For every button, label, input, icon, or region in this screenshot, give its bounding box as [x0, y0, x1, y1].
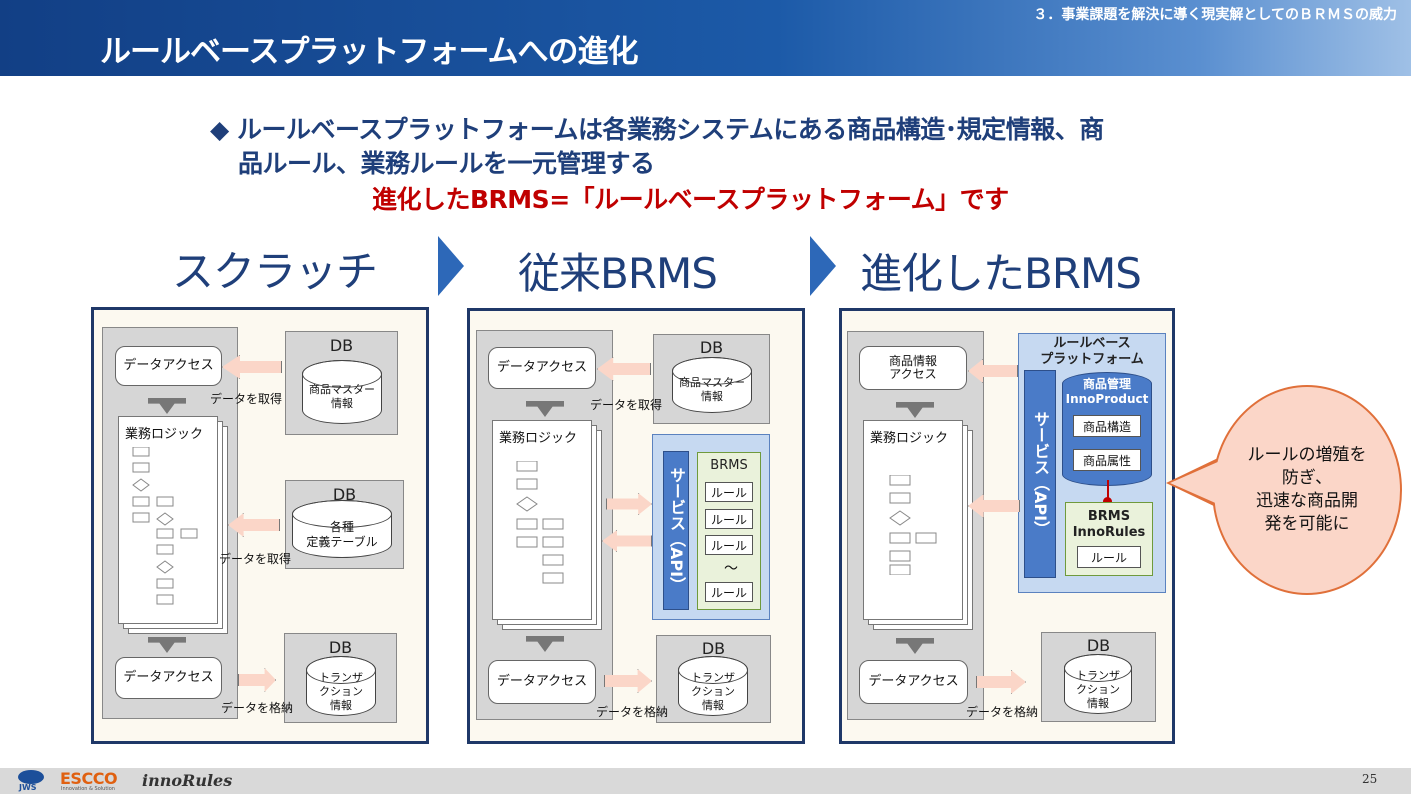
business-logic-sheet: 業務ロジック [492, 420, 592, 620]
flowchart-icon [132, 447, 198, 605]
service-api-label: サービス（API） [667, 467, 686, 594]
header-bar: ３．事業課題を解決に導く現実解としてのＢＲＭＳの威力 ルールベースプラットフォー… [0, 0, 1411, 76]
store-data-label: データを格納 [596, 705, 669, 719]
rule-box: ルール [705, 482, 753, 502]
jws-logo-icon [18, 770, 44, 784]
transaction-cylinder: トランザ クション 情報 [678, 656, 748, 716]
business-logic-label: 業務ロジック [125, 427, 204, 442]
service-api-bar: サービス（API） [663, 451, 689, 610]
get-data-label: データを取得 [590, 398, 663, 412]
service-api-bar: サービス（API） [1024, 370, 1056, 578]
transaction-cylinder: トランザ クション 情報 [306, 656, 376, 716]
service-api-label: サービス（API） [1031, 410, 1050, 538]
section-title: ３．事業課題を解決に導く現実解としてのＢＲＭＳの威力 [1033, 7, 1397, 23]
data-access-box: データアクセス [488, 347, 596, 389]
db-label: DB [1086, 636, 1111, 655]
link-dot-icon [1103, 497, 1112, 506]
product-attribute-box: 商品属性 [1073, 449, 1141, 471]
store-data-label: データを格納 [966, 705, 1039, 719]
page-title: ルールベースプラットフォームへの進化 [100, 34, 639, 70]
page-number: 25 [1362, 772, 1378, 786]
lead-line-2: 品ルール、業務ルールを一元管理する [238, 149, 655, 178]
brms-innorules-label: BRMS InnoRules [1072, 509, 1146, 541]
get-data-label-2: データを取得 [219, 552, 292, 566]
platform-label: ルールベース プラットフォーム [1040, 336, 1144, 367]
business-logic-label: 業務ロジック [499, 431, 578, 446]
tilde-mark: ～ [724, 561, 738, 577]
store-data-label: データを格納 [221, 701, 294, 715]
innorules-logo: innoRules [142, 771, 233, 790]
business-logic-label: 業務ロジック [870, 431, 949, 446]
link-line [1107, 480, 1109, 504]
business-logic-sheet: 業務ロジック [118, 416, 218, 624]
product-master-cylinder: 商品マスター 情報 [672, 357, 752, 413]
rule-box: ルール [1077, 546, 1141, 568]
data-access-box: データアクセス [115, 346, 222, 386]
stage-conventional-brms: 従来BRMS [518, 249, 718, 298]
escco-tagline: Innovation & Solution [61, 786, 115, 792]
rule-box: ルール [705, 535, 753, 555]
stage-evolved-brms: 進化したBRMS [860, 249, 1142, 298]
callout-text: ルールの増殖を 防ぎ、 迅速な商品開 発を可能に [1247, 445, 1367, 534]
get-data-label: データを取得 [210, 392, 283, 406]
data-access-box: データアクセス [859, 660, 968, 704]
stage-scratch: スクラッチ [172, 247, 378, 296]
product-mgmt-label: 商品管理 InnoProduct [1065, 377, 1149, 406]
data-access-box-2: データアクセス [488, 660, 596, 704]
db-label: DB [701, 639, 726, 658]
chevron-right-icon [438, 236, 464, 296]
flowchart-icon [516, 461, 564, 584]
escco-logo: ESCCO [60, 769, 118, 788]
rule-box: ルール [705, 509, 753, 529]
jws-logo-text: JWS [19, 783, 37, 792]
footer-bar: JWS ESCCO Innovation & Solution innoRule… [0, 768, 1411, 794]
lead-line-1-text: ルールベースプラットフォームは各業務システムにある商品構造･規定情報、商 [236, 115, 1104, 144]
callout-tail-fill [1170, 461, 1220, 505]
db-label: DB [329, 336, 354, 355]
lead-line-1: ◆ ルールベースプラットフォームは各業務システムにある商品構造･規定情報、商 [210, 110, 1104, 146]
bullet-icon: ◆ [210, 115, 229, 144]
db-label: DB [328, 638, 353, 657]
chevron-right-icon [810, 236, 836, 296]
flowchart-icon [889, 475, 937, 575]
definition-tables-cylinder: 各種 定義テーブル [292, 500, 392, 558]
product-structure-box: 商品構造 [1073, 415, 1141, 437]
rule-box: ルール [705, 582, 753, 602]
brms-label: BRMS [710, 458, 748, 473]
lead-line-3: 進化したBRMS=「ルールベースプラットフォーム」です [372, 185, 1009, 214]
db-label: DB [699, 338, 724, 357]
callout-bubble: ルールの増殖を 防ぎ、 迅速な商品開 発を可能に [1212, 385, 1402, 595]
product-master-cylinder: 商品マスター 情報 [302, 360, 382, 424]
business-logic-sheet: 業務ロジック [863, 420, 963, 620]
product-access-box: 商品情報 アクセス [859, 346, 967, 390]
data-access-box-2: データアクセス [115, 657, 222, 699]
transaction-cylinder: トランザ クション 情報 [1064, 654, 1132, 714]
